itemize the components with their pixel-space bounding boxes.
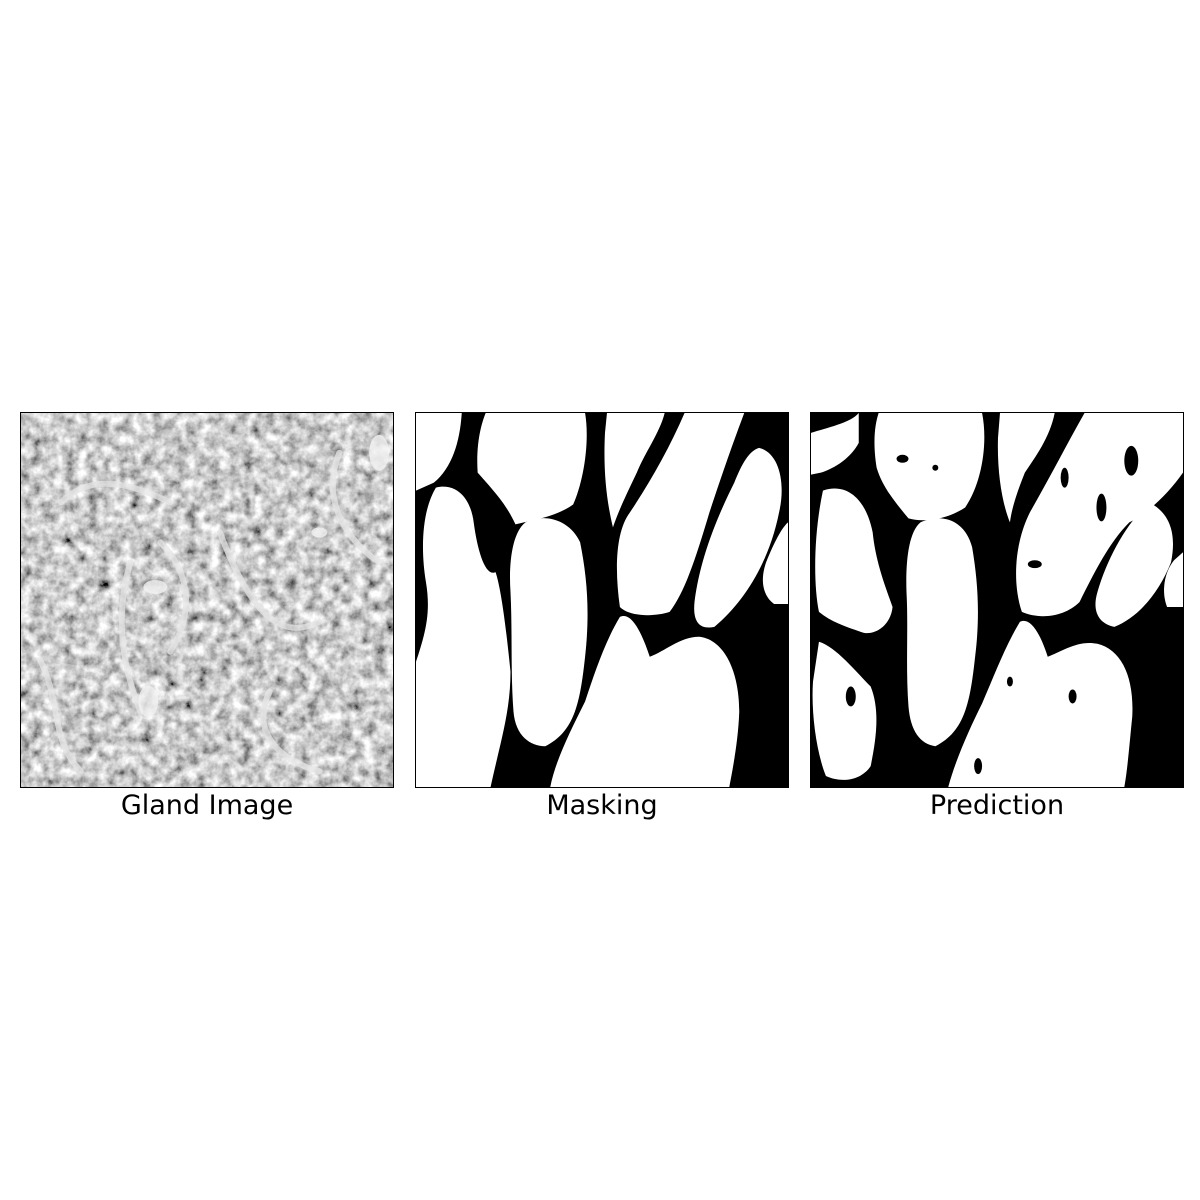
gland-image-panel (20, 412, 394, 788)
gland-image (21, 413, 393, 787)
prediction-caption: Prediction (929, 790, 1065, 821)
masking-caption: Masking (546, 790, 658, 821)
prediction-image (811, 413, 1183, 787)
prediction-panel (810, 412, 1184, 788)
gland-image-caption: Gland Image (120, 790, 294, 821)
mask-image (416, 413, 788, 787)
masking-panel (415, 412, 789, 788)
